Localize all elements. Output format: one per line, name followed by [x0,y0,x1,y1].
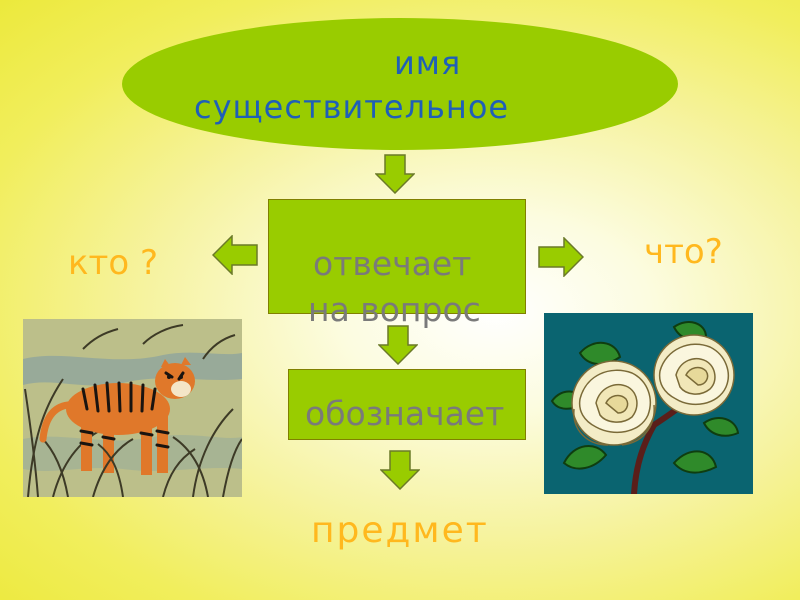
answers-question-box [268,199,526,314]
answers-label: отвечает [313,244,472,283]
arrow-down-1 [375,154,415,194]
question-who: кто ? [68,243,158,283]
arrow-right [538,237,584,277]
title-line-2: существительное [194,88,510,126]
tiger-image [23,319,242,497]
denotes-box [288,369,526,440]
question-what: что? [644,232,723,272]
arrow-left [212,235,258,275]
result-object: предмет [311,510,489,551]
denotes-label: обозначает [305,394,505,433]
arrow-down-3 [380,450,420,490]
title-ellipse [122,18,678,150]
arrow-down-2 [378,325,418,365]
white-roses-image [544,313,753,494]
title-line-1: имя [394,44,462,82]
question-label: на вопрос [308,290,481,329]
